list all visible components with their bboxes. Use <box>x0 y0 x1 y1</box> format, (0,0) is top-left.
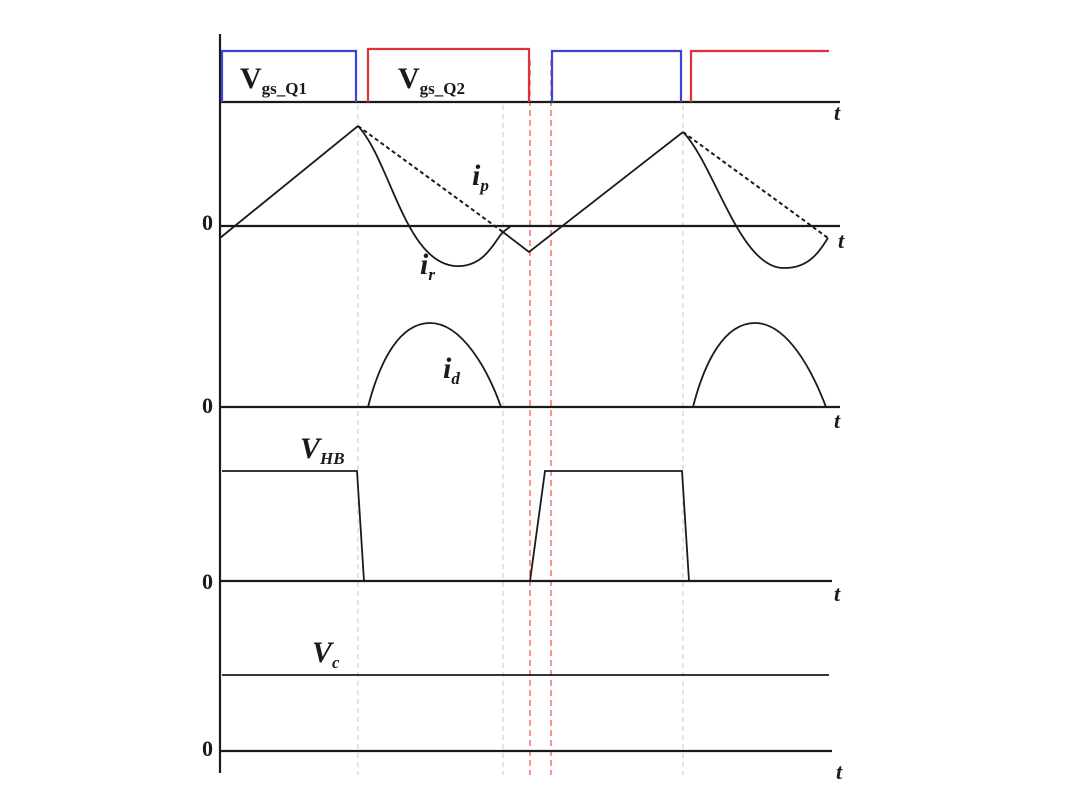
id-waveform <box>692 322 827 408</box>
id-waveform <box>367 322 502 408</box>
vc-panel: 0 t Vc <box>202 636 843 784</box>
zero-label: 0 <box>202 210 213 235</box>
vgs-q2-waveform <box>366 47 531 102</box>
zero-label: 0 <box>202 393 213 418</box>
vhb-panel: 0 t VHB <box>202 432 841 606</box>
id-label: id <box>443 352 460 388</box>
diode-current-panel: 0 t id <box>202 322 841 433</box>
time-axis-label: t <box>838 228 845 253</box>
time-axis-label: t <box>834 408 841 433</box>
vc-label: Vc <box>312 636 340 672</box>
ir-label: ir <box>420 248 435 284</box>
current-panel: 0 t ip ir <box>202 125 845 284</box>
time-axis-label: t <box>834 581 841 606</box>
vhb-label: VHB <box>300 432 345 468</box>
time-axis-label: t <box>834 100 841 125</box>
ip-label: ip <box>472 159 489 195</box>
vgs-q1-waveform <box>550 49 683 102</box>
ir-waveform <box>357 125 504 267</box>
vgs-q1-label: Vgs_Q1 <box>240 62 307 98</box>
ip-dashed-waveform <box>357 125 829 239</box>
zero-label: 0 <box>202 569 213 594</box>
time-axis-label: t <box>836 759 843 784</box>
vhb-waveform <box>529 470 690 582</box>
vhb-waveform <box>222 470 365 582</box>
ip-waveform <box>219 125 684 254</box>
gate-signal-panel: Vgs_Q1 Vgs_Q2 t <box>220 47 841 125</box>
timing-guides <box>357 60 684 775</box>
vgs-q2-label: Vgs_Q2 <box>398 62 465 98</box>
ir-waveform <box>682 131 829 269</box>
vgs-q2-waveform <box>689 49 829 102</box>
zero-label: 0 <box>202 736 213 761</box>
vgs-q1-waveform <box>220 49 358 102</box>
